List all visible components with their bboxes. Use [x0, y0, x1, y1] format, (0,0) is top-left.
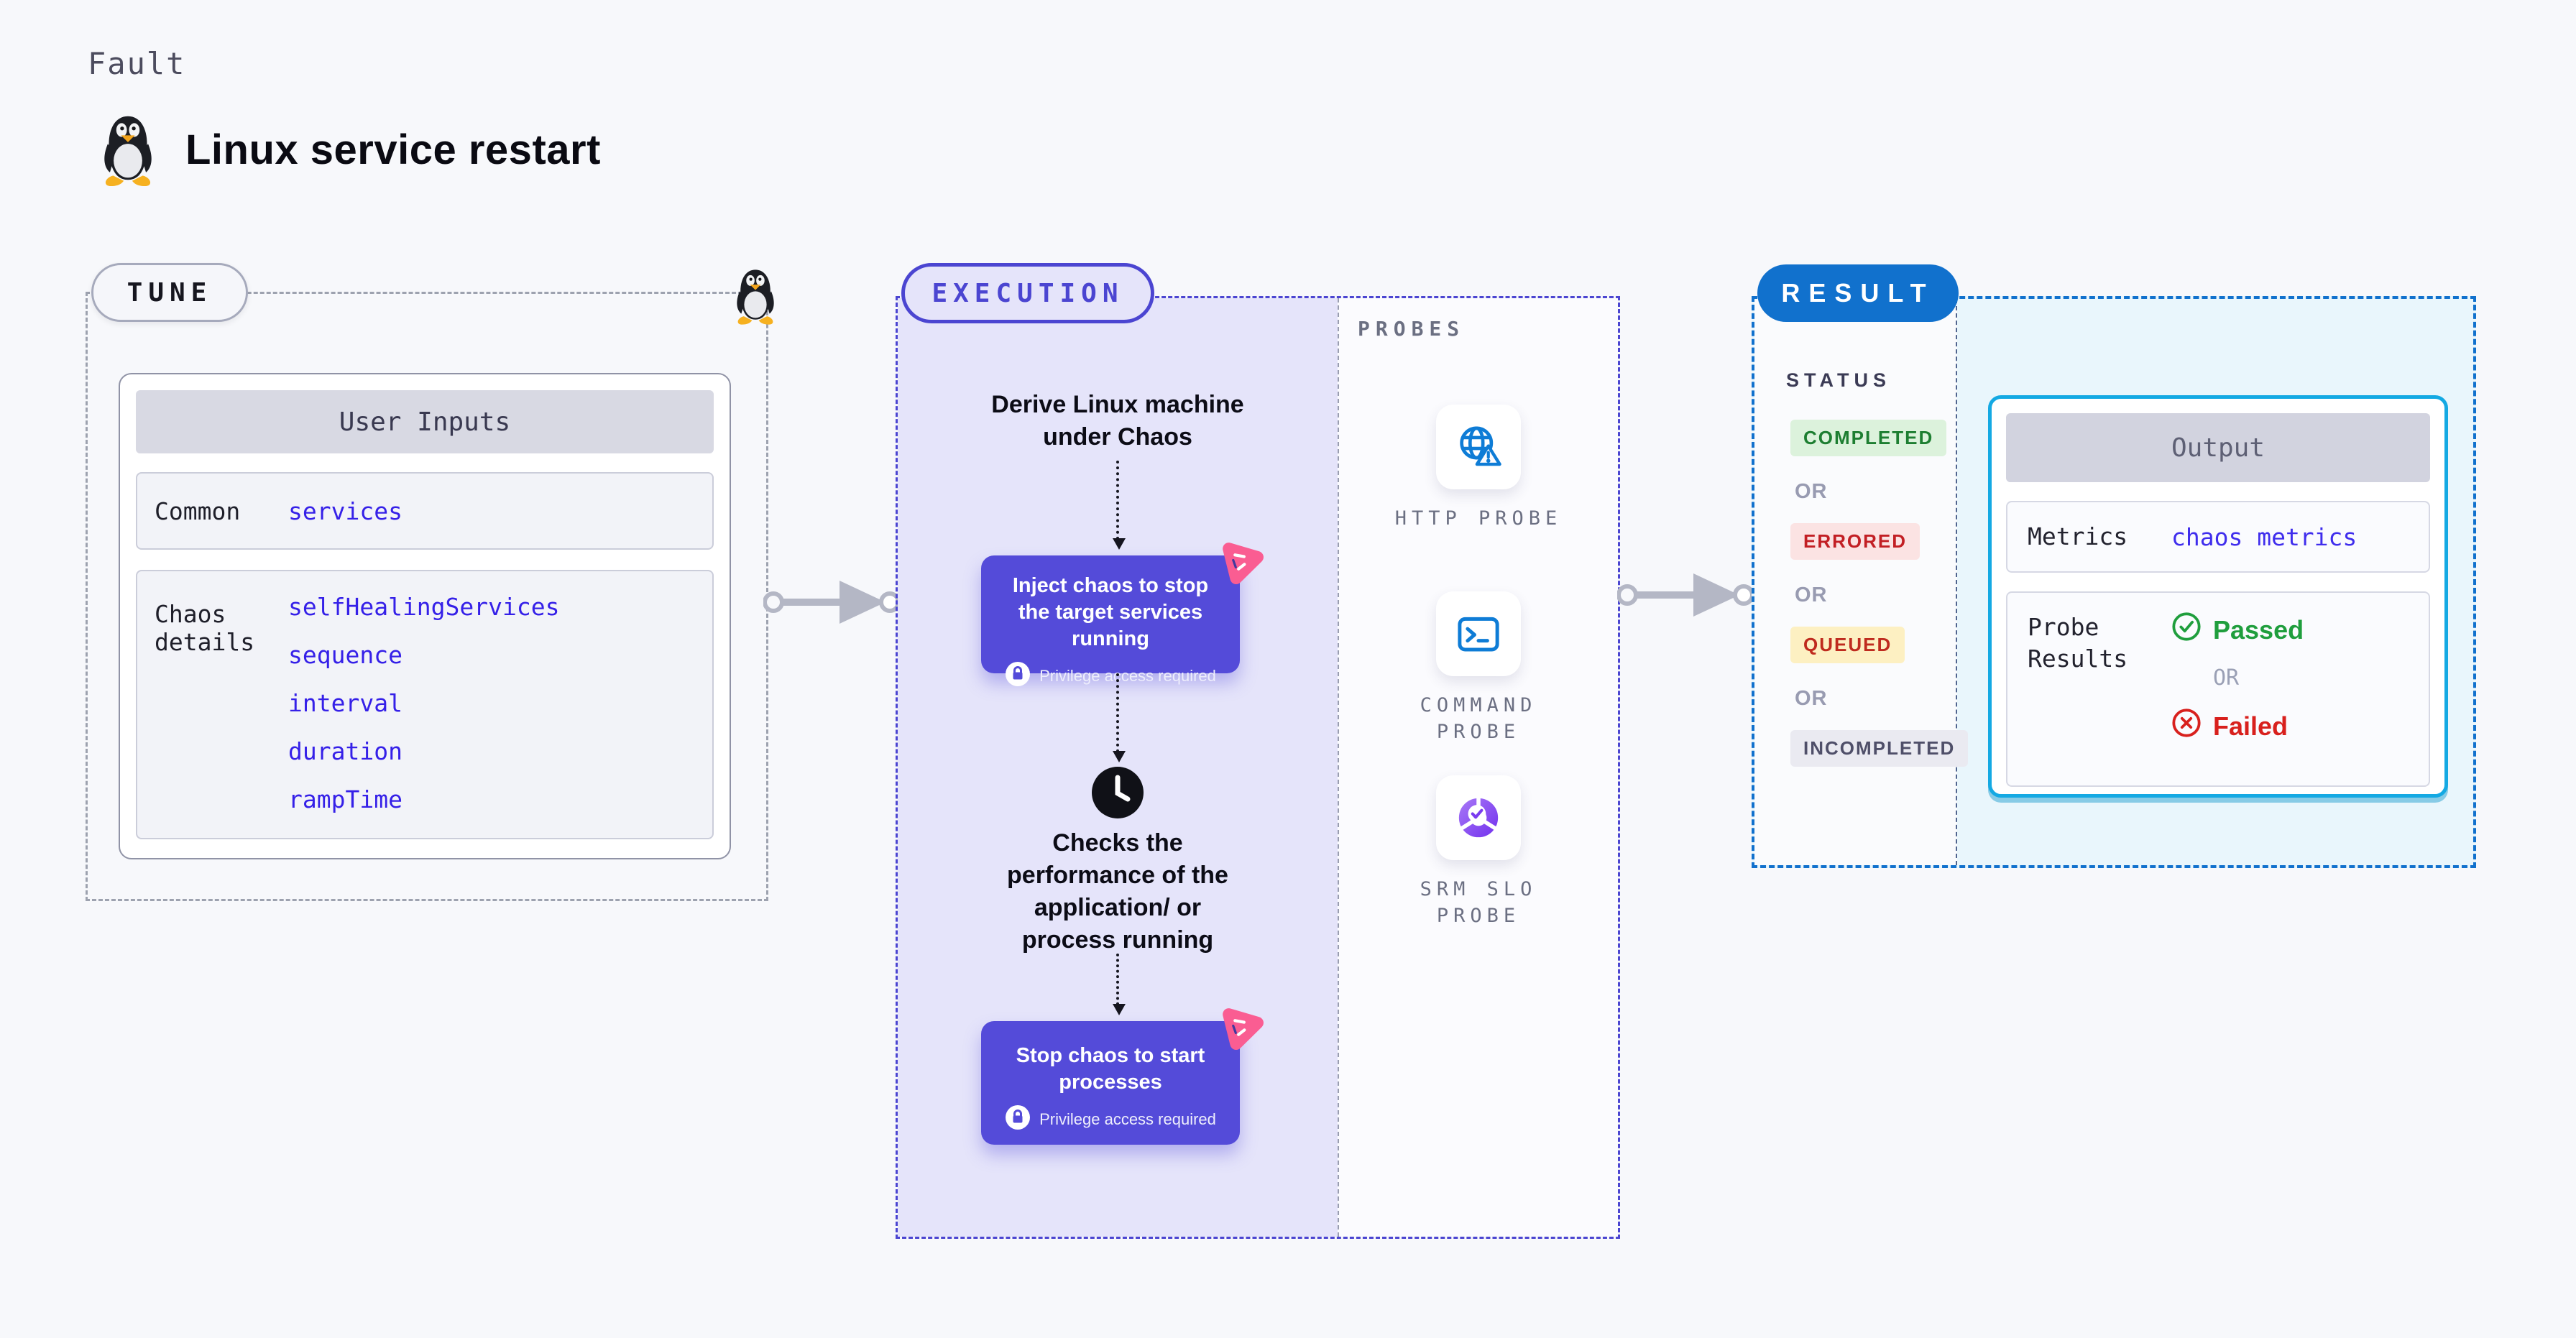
title-row: Linux service restart — [93, 108, 601, 192]
param-list: selfHealingServices sequence interval du… — [288, 571, 560, 813]
step-text: Checks the performance of the applicatio… — [1007, 829, 1228, 954]
row-label: Metrics — [2028, 522, 2128, 550]
param-link[interactable]: rampTime — [288, 785, 402, 813]
check-circle-icon — [2171, 612, 2202, 648]
status-badge: ERRORED — [1790, 523, 1920, 560]
privilege-note: Privilege access required — [1039, 666, 1216, 685]
passed-row: Passed — [2171, 612, 2304, 648]
status-panel: STATUS COMPLETED OR ERRORED OR QUEUED OR… — [1754, 299, 1969, 865]
or-separator: OR — [2213, 665, 2240, 691]
privilege-row: Privilege access required — [998, 661, 1223, 691]
page-title: Linux service restart — [185, 126, 601, 173]
flow-arrow-execution-to-result — [1616, 565, 1754, 629]
probe-results: Passed OR Failed — [2171, 612, 2304, 744]
stop-chaos-card: Stop chaos to start processes Privilege … — [981, 1008, 1264, 1145]
probe-label: HTTP PROBE — [1394, 507, 1563, 530]
privilege-row: Privilege access required — [998, 1104, 1223, 1134]
table-row: Probe Results Passed OR — [2006, 591, 2430, 787]
flow-arrow-tune-to-execution — [763, 572, 901, 636]
tune-badge: TUNE — [91, 263, 248, 322]
or-separator: OR — [1795, 480, 1828, 503]
failed-row: Failed — [2171, 708, 2304, 744]
param-link[interactable]: sequence — [288, 641, 402, 669]
table-row: Chaos details selfHealingServices sequen… — [136, 570, 714, 839]
execution-flow-area: Derive Linux machine under Chaos Inject … — [898, 298, 1338, 1237]
table-row: Common services — [136, 472, 714, 550]
list-item: COMMAND PROBE — [1384, 591, 1573, 745]
user-inputs-card: User Inputs Common services Chaos detail… — [119, 373, 731, 859]
tux-penguin-small-icon — [729, 263, 782, 330]
or-separator: OR — [1795, 583, 1828, 606]
list-item: HTTP PROBE — [1384, 405, 1573, 532]
probes-title: PROBES — [1358, 317, 1466, 341]
dotted-arrow-down — [1113, 673, 1126, 762]
status-badge: INCOMPLETED — [1790, 730, 1969, 767]
lock-icon — [1005, 661, 1031, 691]
inject-chaos-card: Inject chaos to stop the target services… — [981, 543, 1264, 686]
globe-alert-icon — [1436, 405, 1521, 489]
status-badge: QUEUED — [1790, 627, 1905, 663]
clock-icon — [1090, 765, 1145, 823]
x-circle-icon — [2171, 708, 2202, 744]
passed-label: Passed — [2213, 614, 2304, 645]
tux-penguin-icon — [93, 108, 162, 192]
list-item: SRM SLO PROBE — [1384, 775, 1573, 929]
failed-label: Failed — [2213, 711, 2288, 741]
param-link[interactable]: selfHealingServices — [288, 593, 560, 621]
row-label: Probe Results — [2028, 613, 2128, 673]
param-link[interactable]: duration — [288, 737, 402, 765]
status-title: STATUS — [1786, 369, 1891, 391]
chaos-card-text: Stop chaos to start processes — [1016, 1044, 1205, 1094]
step-text: Derive Linux machine under Chaos — [991, 391, 1244, 451]
probes-panel: PROBES HTTP PROBE — [1338, 298, 1618, 1237]
param-link[interactable]: interval — [288, 689, 402, 717]
execution-section-box: Derive Linux machine under Chaos Inject … — [896, 296, 1620, 1239]
probe-label: COMMAND PROBE — [1420, 694, 1537, 743]
output-title: Output — [2006, 413, 2430, 482]
metrics-link[interactable]: chaos metrics — [2171, 522, 2358, 551]
fault-category-label: Fault — [88, 46, 186, 81]
chaos-logo-icon — [1214, 1000, 1269, 1058]
status-badge: COMPLETED — [1790, 420, 1947, 456]
dotted-arrow-down — [1113, 954, 1126, 1015]
row-label: Chaos details — [155, 600, 255, 656]
table-row: Metrics chaos metrics — [2006, 501, 2430, 573]
param-link[interactable]: services — [288, 497, 402, 525]
privilege-note: Privilege access required — [1039, 1109, 1216, 1128]
chaos-card-text: Inject chaos to stop the target services… — [1012, 574, 1209, 650]
lock-icon — [1005, 1104, 1031, 1134]
chaos-logo-icon — [1214, 534, 1269, 592]
execution-badge: EXECUTION — [901, 263, 1154, 323]
terminal-icon — [1436, 591, 1521, 676]
result-badge: RESULT — [1757, 264, 1959, 322]
output-card: Output Metrics chaos metrics Probe Resul… — [1988, 395, 2448, 798]
slo-donut-icon — [1436, 775, 1521, 860]
or-separator: OR — [1795, 687, 1828, 710]
probe-label: SRM SLO PROBE — [1420, 878, 1537, 927]
row-label: Common — [155, 497, 241, 525]
user-inputs-title: User Inputs — [136, 390, 714, 453]
dotted-arrow-down — [1113, 461, 1126, 550]
